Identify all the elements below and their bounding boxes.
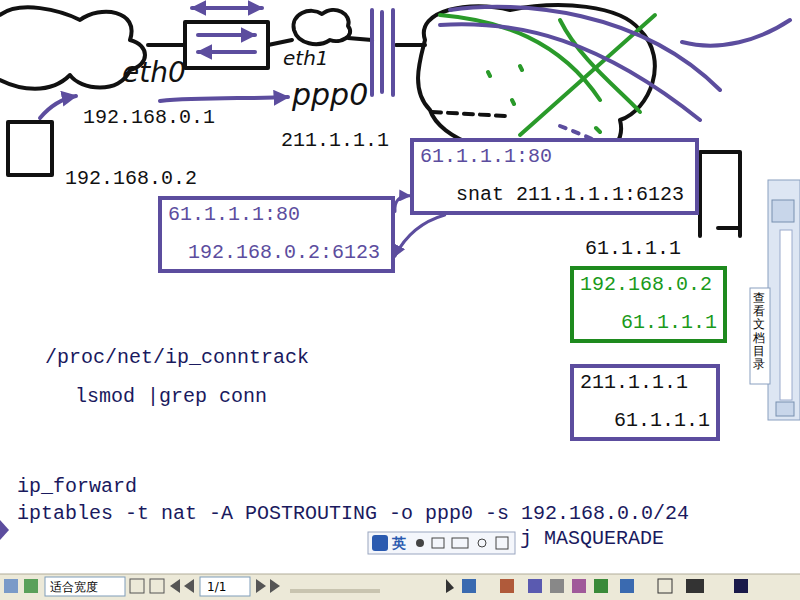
dashed-route bbox=[432, 112, 505, 116]
note-text: eth0 bbox=[122, 56, 186, 90]
address-box: 192.168.0.2 61.1.1.1 bbox=[570, 266, 727, 343]
server-computer bbox=[700, 152, 740, 236]
note-text: 61.1.1.1 bbox=[585, 237, 681, 261]
note-text: eth1 bbox=[283, 46, 329, 70]
note-text: 英 bbox=[392, 534, 406, 552]
address-text: 61.1.1.1:80 bbox=[168, 203, 385, 227]
address-box: 61.1.1.1:80 snat 211.1.1.1:6123 bbox=[410, 138, 699, 215]
wire bbox=[396, 43, 425, 47]
note-text: ip_forward bbox=[17, 475, 137, 499]
note-text: lsmod |grep conn bbox=[75, 385, 267, 409]
note-text: j MASQUERADE bbox=[520, 527, 664, 551]
note-text: 适合宽度 bbox=[50, 580, 98, 594]
address-text: snat 211.1.1.1:6123 bbox=[456, 183, 689, 207]
flow-arrow bbox=[395, 196, 410, 212]
client-computer bbox=[8, 122, 52, 175]
wire bbox=[348, 38, 372, 40]
address-text: 61.1.1.1 bbox=[600, 409, 710, 433]
note-text: 192.168.0.1 bbox=[83, 106, 215, 130]
small-cloud bbox=[293, 10, 350, 44]
right-panel bbox=[750, 180, 800, 420]
flow-arrow bbox=[395, 215, 445, 256]
wire bbox=[148, 43, 185, 47]
note-text: ppp0 bbox=[292, 78, 368, 112]
router-box bbox=[185, 22, 268, 68]
note-text: 192.168.0.2 bbox=[65, 167, 197, 191]
address-text: 61.1.1.1 bbox=[600, 311, 717, 335]
toolbar bbox=[0, 574, 800, 600]
address-text: 211.1.1.1 bbox=[580, 371, 710, 395]
wire bbox=[268, 40, 292, 45]
address-box: 211.1.1.1 61.1.1.1 bbox=[570, 364, 720, 441]
ime-bar bbox=[368, 532, 515, 554]
note-text: 211.1.1.1 bbox=[281, 129, 389, 153]
cursor-marker bbox=[0, 520, 9, 540]
address-box: 61.1.1.1:80 192.168.0.2:6123 bbox=[158, 196, 395, 273]
panel-tab-text: 查看文档目录 bbox=[753, 292, 765, 371]
green-strokes bbox=[440, 15, 655, 135]
address-text: 192.168.0.2 bbox=[580, 273, 717, 297]
note-text: iptables -t nat -A POSTROUTING -o ppp0 -… bbox=[17, 502, 689, 526]
address-text: 61.1.1.1:80 bbox=[420, 145, 689, 169]
note-text: /proc/net/ip_conntrack bbox=[45, 346, 309, 370]
note-text: 1/1 bbox=[207, 580, 226, 594]
address-text: 192.168.0.2:6123 bbox=[188, 241, 385, 265]
